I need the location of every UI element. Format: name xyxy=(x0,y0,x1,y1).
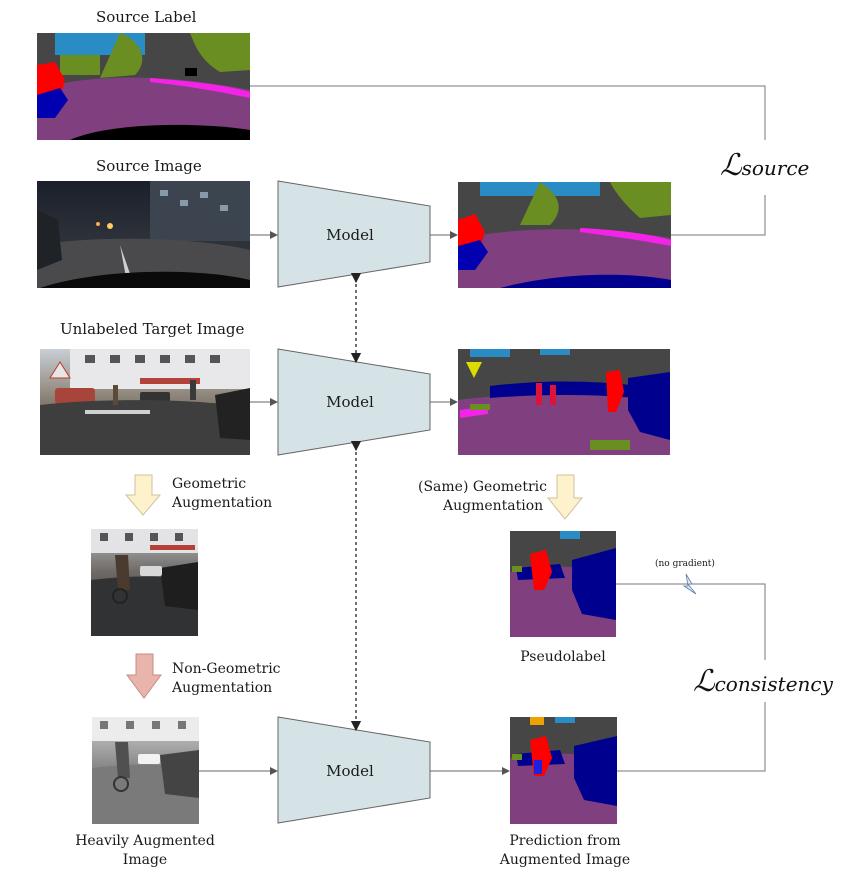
geometric-aug-label-line1: Geometric xyxy=(172,476,247,492)
source-prediction-image xyxy=(458,182,671,288)
pseudolabel-label: Pseudolabel xyxy=(520,649,606,665)
source-image xyxy=(37,181,250,288)
augmented-prediction-image xyxy=(510,717,617,824)
pseudolabel-connector xyxy=(616,583,766,660)
heavily-augmented-label-line2: Image xyxy=(122,852,168,868)
source-loss-subscript: source xyxy=(741,156,810,180)
non-geometric-aug-arrow-icon xyxy=(126,653,162,699)
target-image-title: Unlabeled Target Image xyxy=(60,320,245,338)
non-geometric-aug-label-line1: Non-Geometric xyxy=(172,661,281,677)
aug-pred-connector xyxy=(617,702,766,772)
source-pred-connector xyxy=(671,195,766,236)
model-shape-1 xyxy=(277,180,431,288)
geometric-aug-arrow-icon xyxy=(124,474,162,516)
geometric-augmented-image xyxy=(91,529,198,636)
consistency-loss-label: ℒconsistency xyxy=(693,664,833,699)
lightning-icon xyxy=(682,573,697,595)
consistency-loss-symbol: ℒ xyxy=(693,664,715,699)
heavily-augmented-label-line1: Heavily Augmented xyxy=(75,833,215,849)
source-label-image xyxy=(37,33,250,140)
source-loss-label: ℒsource xyxy=(720,148,809,183)
source-loss-symbol: ℒ xyxy=(720,148,742,183)
source-label-title: Source Label xyxy=(96,8,197,26)
target-prediction-image xyxy=(458,349,670,455)
prediction-aug-label-line1: Prediction from xyxy=(509,833,621,849)
model-shape-2 xyxy=(277,348,431,456)
model-label-3: Model xyxy=(326,762,374,780)
consistency-loss-subscript: consistency xyxy=(714,672,833,696)
geometric-aug-label-line2: Augmentation xyxy=(172,495,273,511)
source-image-title: Source Image xyxy=(96,157,202,175)
prediction-aug-label-line2: Augmented Image xyxy=(499,852,631,868)
model-shape-3 xyxy=(277,716,431,824)
same-geometric-aug-label-line2: Augmentation xyxy=(443,498,544,514)
model-label-2: Model xyxy=(326,393,374,411)
pseudolabel-image xyxy=(510,531,616,637)
no-gradient-label: (no gradient) xyxy=(655,559,715,569)
source-label-connector xyxy=(250,85,766,140)
model-label-1: Model xyxy=(326,226,374,244)
same-geometric-aug-arrow-icon xyxy=(546,474,584,520)
target-image xyxy=(40,349,250,455)
non-geometric-aug-label-line2: Augmentation xyxy=(172,680,273,696)
heavily-augmented-image xyxy=(92,717,199,824)
same-geometric-aug-label-line1: (Same) Geometric xyxy=(418,479,547,495)
